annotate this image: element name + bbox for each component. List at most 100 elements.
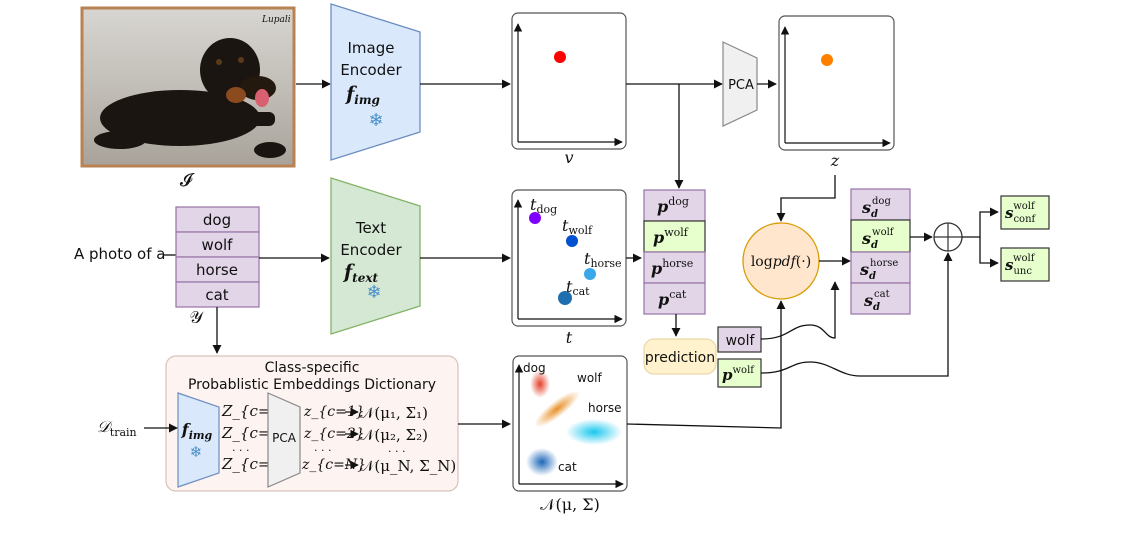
logpdf-label: logpdf(·) xyxy=(751,254,811,270)
dictionary-pca xyxy=(267,392,301,488)
N-row-N: 𝒩(μ_N, Σ_N) xyxy=(360,457,456,475)
class-cell-wolf xyxy=(175,231,260,258)
dictionary-encoder xyxy=(177,392,220,488)
train-set-label: 𝒟train xyxy=(97,417,137,439)
gaussian-wolf xyxy=(534,390,580,428)
gaussian-cat xyxy=(526,448,558,476)
s-cell-horse xyxy=(850,251,911,284)
image-encoder: Image Encoder fimg ❄ xyxy=(330,3,421,161)
output-uncertainty: suncwolf xyxy=(1000,247,1050,282)
input-image: Lupali xyxy=(80,6,296,168)
arrow-gaussians-to-logpdf xyxy=(626,300,786,429)
gaussian-horse xyxy=(566,419,622,445)
v-label: v xyxy=(564,148,573,167)
gaussian-plot: dog wolf horse cat xyxy=(512,355,628,492)
gaussian-label-wolf: wolf xyxy=(577,371,602,385)
prompt-text: A photo of a xyxy=(74,245,165,263)
selected-p-box: pwolf xyxy=(717,358,762,388)
text-encoder-line1: Text xyxy=(355,219,386,237)
selected-p-label: pwolf xyxy=(722,365,755,384)
N-row-2: 𝒩(μ₂, Σ₂) xyxy=(360,426,428,444)
z-dots: · · · xyxy=(314,444,331,457)
watermark-text: Lupali xyxy=(261,15,291,25)
class-cell-dog xyxy=(175,206,260,233)
p-cell-wolf xyxy=(643,220,706,253)
class-cat: cat xyxy=(205,286,228,304)
arrow-pwolf-to-combine xyxy=(760,252,953,377)
frozen-snowflake-icon: ❄ xyxy=(368,110,383,131)
p-column: pdog pwolf phorse pcat xyxy=(643,189,706,315)
selected-class-label: wolf xyxy=(726,333,756,349)
conf-label: sconfwolf xyxy=(1005,201,1037,225)
class-cell-cat xyxy=(175,281,260,308)
t-plot: tdog twolf thorse tcat xyxy=(511,189,627,327)
text-encoder-line2: Encoder xyxy=(340,241,402,259)
gaussian-label-cat: cat xyxy=(558,460,577,474)
t-wolf-label: twolf xyxy=(562,216,593,237)
text-encoder-symbol: ftext xyxy=(342,261,379,285)
arrow-z-to-logpdf xyxy=(776,175,836,222)
s-cell-cat xyxy=(850,282,911,315)
N-row-1: 𝒩(μ₁, Σ₁) xyxy=(360,404,428,422)
t-cat-label: tcat xyxy=(566,277,590,298)
image-encoder-line2: Encoder xyxy=(340,61,402,79)
t-wolf-dot xyxy=(566,235,578,247)
p-cat: pcat xyxy=(658,288,687,309)
p-cell-cat xyxy=(643,282,706,315)
t-horse-label: thorse xyxy=(584,249,622,270)
z-row-2: z_{c=2} xyxy=(303,426,365,442)
z-plot xyxy=(778,15,895,151)
embeddings-dictionary: Class-specific Probablistic Embeddings D… xyxy=(165,355,459,492)
class-dog: dog xyxy=(203,211,231,229)
image-encoder-symbol: fimg xyxy=(344,83,380,107)
t-horse-dot xyxy=(584,268,596,280)
s-cat: sdcat xyxy=(863,289,890,313)
z-embedding-dot xyxy=(821,54,833,66)
arrow-to-unc xyxy=(979,237,999,268)
t-cat-dot xyxy=(558,291,572,305)
s-horse: sdhorse xyxy=(859,258,898,282)
p-cell-dog xyxy=(643,189,706,222)
class-horse: horse xyxy=(196,261,238,279)
gaussian-label-horse: horse xyxy=(588,401,622,415)
gaussian-dog xyxy=(530,370,550,398)
N-dots: · · · xyxy=(388,445,405,458)
frozen-snowflake-icon-text: ❄ xyxy=(366,282,381,303)
s-column: sddog sdwolf sdhorse sdcat xyxy=(850,188,911,315)
z-row-N: z_{c=N} xyxy=(301,457,366,473)
unc-label: suncwolf xyxy=(1005,253,1036,277)
gaussian-caption: 𝒩(μ, Σ) xyxy=(540,495,600,514)
classes-label: 𝒴 xyxy=(189,308,204,328)
prediction-label: prediction xyxy=(645,350,715,366)
z-label: z xyxy=(830,151,840,170)
p-cell-horse xyxy=(643,251,706,284)
dictionary-title1: Class-specific xyxy=(265,360,360,376)
image-label: 𝓘 xyxy=(180,170,195,191)
s-dog: sddog xyxy=(861,196,891,220)
pca-top: PCA xyxy=(722,41,758,127)
class-wolf: wolf xyxy=(202,236,234,254)
p-horse: phorse xyxy=(651,257,693,278)
v-plot xyxy=(511,12,627,150)
p-dog: pdog xyxy=(657,195,689,216)
combine-node xyxy=(933,222,963,252)
gaussian-label-dog: dog xyxy=(523,361,546,375)
dog-picture xyxy=(94,38,286,158)
logpdf-node: logpdf(·) xyxy=(742,222,820,300)
image-encoder-line1: Image xyxy=(348,39,395,57)
Z-dots: · · · xyxy=(232,444,249,457)
p-wolf: pwolf xyxy=(653,226,689,247)
output-confidence: sconfwolf xyxy=(1000,195,1050,230)
text-encoder: Text Encoder ftext ❄ xyxy=(330,177,421,335)
pca-top-label: PCA xyxy=(728,78,754,93)
s-wolf: sdwolf xyxy=(861,227,895,251)
selected-class-box: wolf xyxy=(717,326,762,353)
v-embedding-dot xyxy=(554,51,566,63)
prediction-box: prediction xyxy=(643,338,717,375)
s-cell-dog xyxy=(850,188,911,221)
t-label: t xyxy=(566,328,573,347)
t-dog-dot xyxy=(529,212,541,224)
dictionary-encoder-symbol: fimg xyxy=(181,420,213,442)
dictionary-snowflake-icon: ❄ xyxy=(190,443,203,461)
